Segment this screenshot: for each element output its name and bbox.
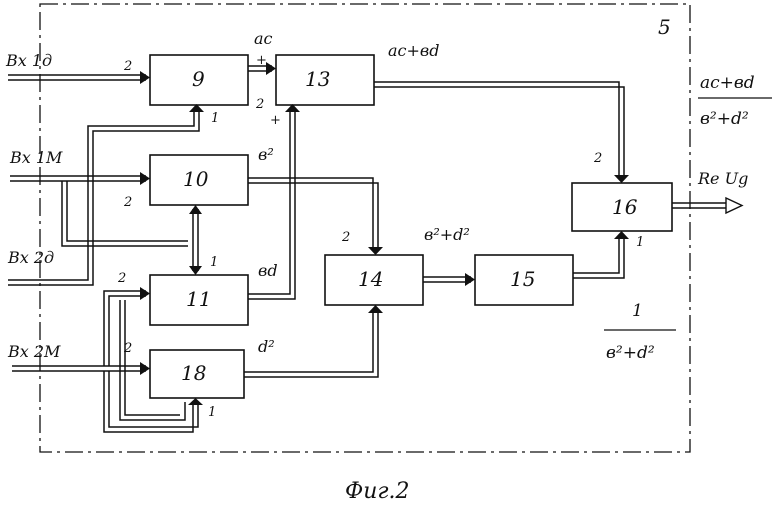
signal-bd: вd xyxy=(258,261,278,280)
arrow-in2 xyxy=(140,172,150,185)
bus-15-to-16 xyxy=(573,235,625,279)
arrow-18-14 xyxy=(368,305,383,313)
inverse-formula: 1 в²+d² xyxy=(604,301,676,363)
block-14-label: 14 xyxy=(358,267,383,291)
bus-13-to-16 xyxy=(374,81,625,179)
arrow-in1 xyxy=(140,71,150,84)
pin-16-2: 2 xyxy=(593,151,602,166)
arrow-in4 xyxy=(140,362,150,375)
pin-14-2: 2 xyxy=(341,230,350,245)
block-18: 18 xyxy=(149,349,245,399)
arrow-in3 xyxy=(189,104,204,112)
block-11-label: 11 xyxy=(186,287,211,311)
pin-18-1: 1 xyxy=(208,405,216,420)
signal-ac-plus-bd: ас+вd xyxy=(388,41,439,60)
input-label-3: Вх 2д xyxy=(7,248,54,267)
pin-11-2: 2 xyxy=(117,271,126,286)
block-11: 11 xyxy=(149,274,249,326)
block-14: 14 xyxy=(324,254,424,306)
block-9: 9 xyxy=(149,54,249,106)
bus-in1-to-9 xyxy=(8,74,146,81)
signal-re-ug: Re Ug xyxy=(697,169,748,188)
bus-in3-to-9 xyxy=(8,109,200,286)
block-9-label: 9 xyxy=(192,67,205,91)
pin-9-2: 2 xyxy=(123,59,132,74)
bus-in2-branch xyxy=(61,181,188,247)
bus-10-11 xyxy=(192,209,199,271)
bus-in4-loop xyxy=(103,371,199,433)
signal-b2-plus-d2: в²+d² xyxy=(424,225,470,244)
inverse-formula-numerator: 1 xyxy=(632,301,643,321)
signal-ac: ас xyxy=(254,29,273,48)
bus-in4-to-11 xyxy=(103,290,146,366)
pin-13-2: 2 xyxy=(255,97,264,112)
arrow-18-in1 xyxy=(188,398,203,405)
arrow-10-14 xyxy=(368,247,383,255)
pin-labels: 2 1 + 2 + 2 1 2 2 1 2 2 1 xyxy=(117,53,644,420)
block-13-label: 13 xyxy=(305,67,330,91)
block-18-label: 18 xyxy=(181,361,206,385)
arrow-11-13 xyxy=(285,104,300,112)
inverse-formula-denominator: в²+d² xyxy=(606,343,655,363)
device-frame xyxy=(39,3,691,453)
bus-inner-loop xyxy=(119,300,186,421)
input-label-2: Вх 1М xyxy=(9,148,63,167)
arrow-10-up xyxy=(189,205,202,214)
arrow-in4-11 xyxy=(140,287,150,300)
block-10-label: 10 xyxy=(183,167,209,191)
block-15: 15 xyxy=(474,254,574,306)
pin-9-1: 1 xyxy=(211,111,219,126)
figure-caption: Фиг.2 xyxy=(345,479,410,504)
block-16: 16 xyxy=(571,182,673,232)
signal-d2: d² xyxy=(258,337,275,356)
block-10: 10 xyxy=(149,154,249,206)
bus-in2-to-10 xyxy=(10,175,146,182)
output-formula-denominator: в²+d² xyxy=(700,109,749,129)
arrow-15-16 xyxy=(614,231,629,239)
pin-16-1: 1 xyxy=(636,235,644,250)
signal-b2: в² xyxy=(258,145,274,164)
pin-13-plus-a: + xyxy=(256,53,267,68)
arrow-13-16 xyxy=(614,175,629,183)
input-label-4: Вх 2М xyxy=(7,342,61,361)
frame-label: 5 xyxy=(658,15,671,39)
block-13: 13 xyxy=(275,54,375,106)
block-16-label: 16 xyxy=(612,195,638,219)
pin-18-2: 2 xyxy=(123,341,132,356)
bus-14-to-15 xyxy=(423,276,471,283)
output-formula: ас+вd в²+d² xyxy=(698,73,772,129)
arrow-output xyxy=(725,196,744,215)
pin-10-2: 2 xyxy=(123,195,132,210)
bus-18-to-14 xyxy=(244,309,379,378)
connections xyxy=(8,62,744,433)
pin-13-plus-b: + xyxy=(270,113,281,128)
pin-11-1: 1 xyxy=(210,255,218,270)
arrow-11-down xyxy=(189,266,202,275)
output-formula-numerator: ас+вd xyxy=(700,73,755,93)
arrow-14-15 xyxy=(465,273,475,286)
bus-in4-to-18 xyxy=(12,365,146,372)
bus-10-to-14 xyxy=(248,177,379,251)
bus-11-to-13 xyxy=(248,109,296,300)
block-15-label: 15 xyxy=(510,267,535,291)
input-label-1: Вх 1д xyxy=(5,51,52,70)
arrow-9-13 xyxy=(266,62,276,75)
